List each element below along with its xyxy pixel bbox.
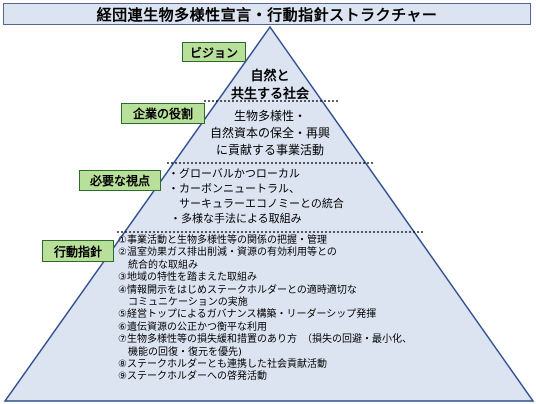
guideline-line: 機能の回復・復元を優先)	[118, 346, 242, 358]
label-guidelines: 行動指針	[42, 240, 114, 262]
viewpoint-line: サーキュラーエコノミーとの統合	[168, 197, 344, 210]
role-text: 生物多様性・ 自然資本の保全・再興 に貢献する事業活動	[190, 108, 350, 159]
label-role: 企業の役割	[121, 103, 205, 124]
guideline-line: ⑦生物多様性等の損失緩和措置のあり方 （損失の回避・最小化、	[118, 334, 412, 346]
guidelines-text: ①事業活動と生物多様性等の関係の把握・管理 ②温室効果ガス排出削減・資源の有効利…	[118, 235, 412, 384]
diagram-title: 経団連生物多様性宣言・行動指針ストラクチャー	[3, 3, 531, 25]
viewpoint-line: ・カーボンニュートラル、	[168, 182, 300, 195]
guideline-line: コミュニケーションの実施	[118, 297, 248, 309]
role-line: に貢献する事業活動	[215, 143, 324, 157]
viewpoint-line: ・グローバルかつローカル	[168, 167, 300, 180]
label-vision: ビジョン	[182, 42, 246, 62]
viewpoints-text: ・グローバルかつローカル ・カーボンニュートラル、 サーキュラーエコノミーとの統…	[168, 166, 344, 226]
guideline-line: ⑥遺伝資源の公正かつ衡平な利用	[118, 321, 267, 333]
guideline-line: ⑨ステークホルダーへの啓発活動	[118, 371, 267, 383]
guideline-line: ④情報開示をはじめステークホルダーとの適時適切な	[118, 284, 357, 296]
vision-line: 自然と	[250, 69, 290, 84]
vision-line: 共生する社会	[230, 87, 309, 102]
vision-text: 自然と 共生する社会	[200, 68, 340, 104]
guideline-line: ①事業活動と生物多様性等の関係の把握・管理	[118, 235, 327, 246]
guideline-line: 統合的な取組み	[118, 259, 198, 271]
guideline-line: ⑧ステークホルダーとも連携した社会貢献活動	[118, 359, 327, 371]
viewpoint-line: ・多様な手法による取組み	[170, 212, 302, 225]
role-line: 生物多様性・	[233, 109, 306, 123]
guideline-line: ⑤経営トップによるガバナンス構築・リーダーシップ発揮	[118, 309, 377, 321]
label-viewpoints: 必要な視点	[79, 170, 161, 191]
guideline-line: ②温室効果ガス排出削減・資源の有効利用等との	[118, 247, 337, 259]
pyramid-shape	[3, 25, 535, 402]
guideline-line: ③地域の特性を踏まえた取組み	[118, 272, 257, 284]
role-line: 自然資本の保全・再興	[209, 126, 330, 140]
